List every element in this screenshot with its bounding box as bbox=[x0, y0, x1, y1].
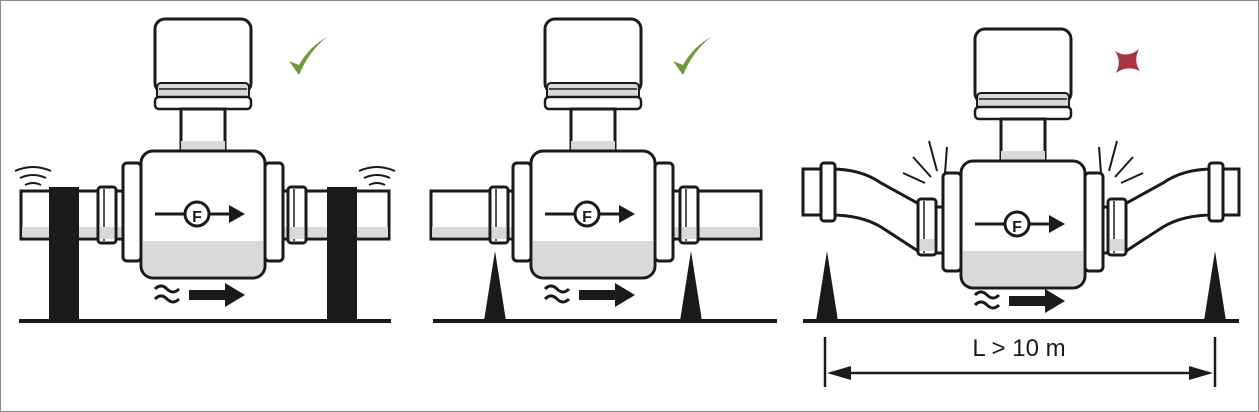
flow-direction-icon bbox=[543, 281, 637, 309]
flange bbox=[1106, 197, 1128, 257]
wall-support bbox=[327, 187, 357, 323]
flowmeter bbox=[941, 27, 1105, 290]
flange bbox=[916, 197, 938, 257]
dimension-label: L > 10 m bbox=[972, 335, 1065, 362]
check-mark-icon bbox=[673, 37, 711, 75]
arrow-left-icon bbox=[827, 366, 851, 380]
wall-support bbox=[49, 187, 79, 323]
flow-direction-icon bbox=[153, 281, 247, 309]
stress-icon bbox=[1098, 140, 1144, 184]
panel-middle bbox=[429, 17, 777, 323]
vibration-icon bbox=[14, 166, 52, 186]
panel-left bbox=[14, 17, 396, 323]
arrow-right-icon bbox=[1189, 366, 1213, 380]
flow-direction-icon bbox=[973, 287, 1067, 315]
flowmeter bbox=[121, 17, 285, 280]
support-triangle bbox=[484, 251, 506, 321]
flange bbox=[819, 161, 837, 223]
panel-right: L > 10 m bbox=[801, 27, 1241, 387]
meter-symbol: F bbox=[582, 209, 592, 226]
stress-icon bbox=[902, 140, 948, 184]
cross-mark-icon bbox=[1115, 49, 1140, 73]
meter-symbol: F bbox=[192, 209, 202, 226]
flange bbox=[286, 185, 308, 245]
check-mark-icon bbox=[289, 37, 327, 75]
flowmeter bbox=[511, 17, 675, 280]
support-triangle bbox=[680, 251, 702, 321]
support-triangle bbox=[1204, 251, 1226, 321]
meter-symbol: F bbox=[1012, 219, 1022, 236]
flange bbox=[1207, 161, 1225, 223]
flange bbox=[488, 185, 510, 245]
vibration-icon bbox=[358, 166, 396, 186]
support-triangle bbox=[816, 251, 838, 321]
flange bbox=[96, 185, 118, 245]
flange bbox=[678, 185, 700, 245]
